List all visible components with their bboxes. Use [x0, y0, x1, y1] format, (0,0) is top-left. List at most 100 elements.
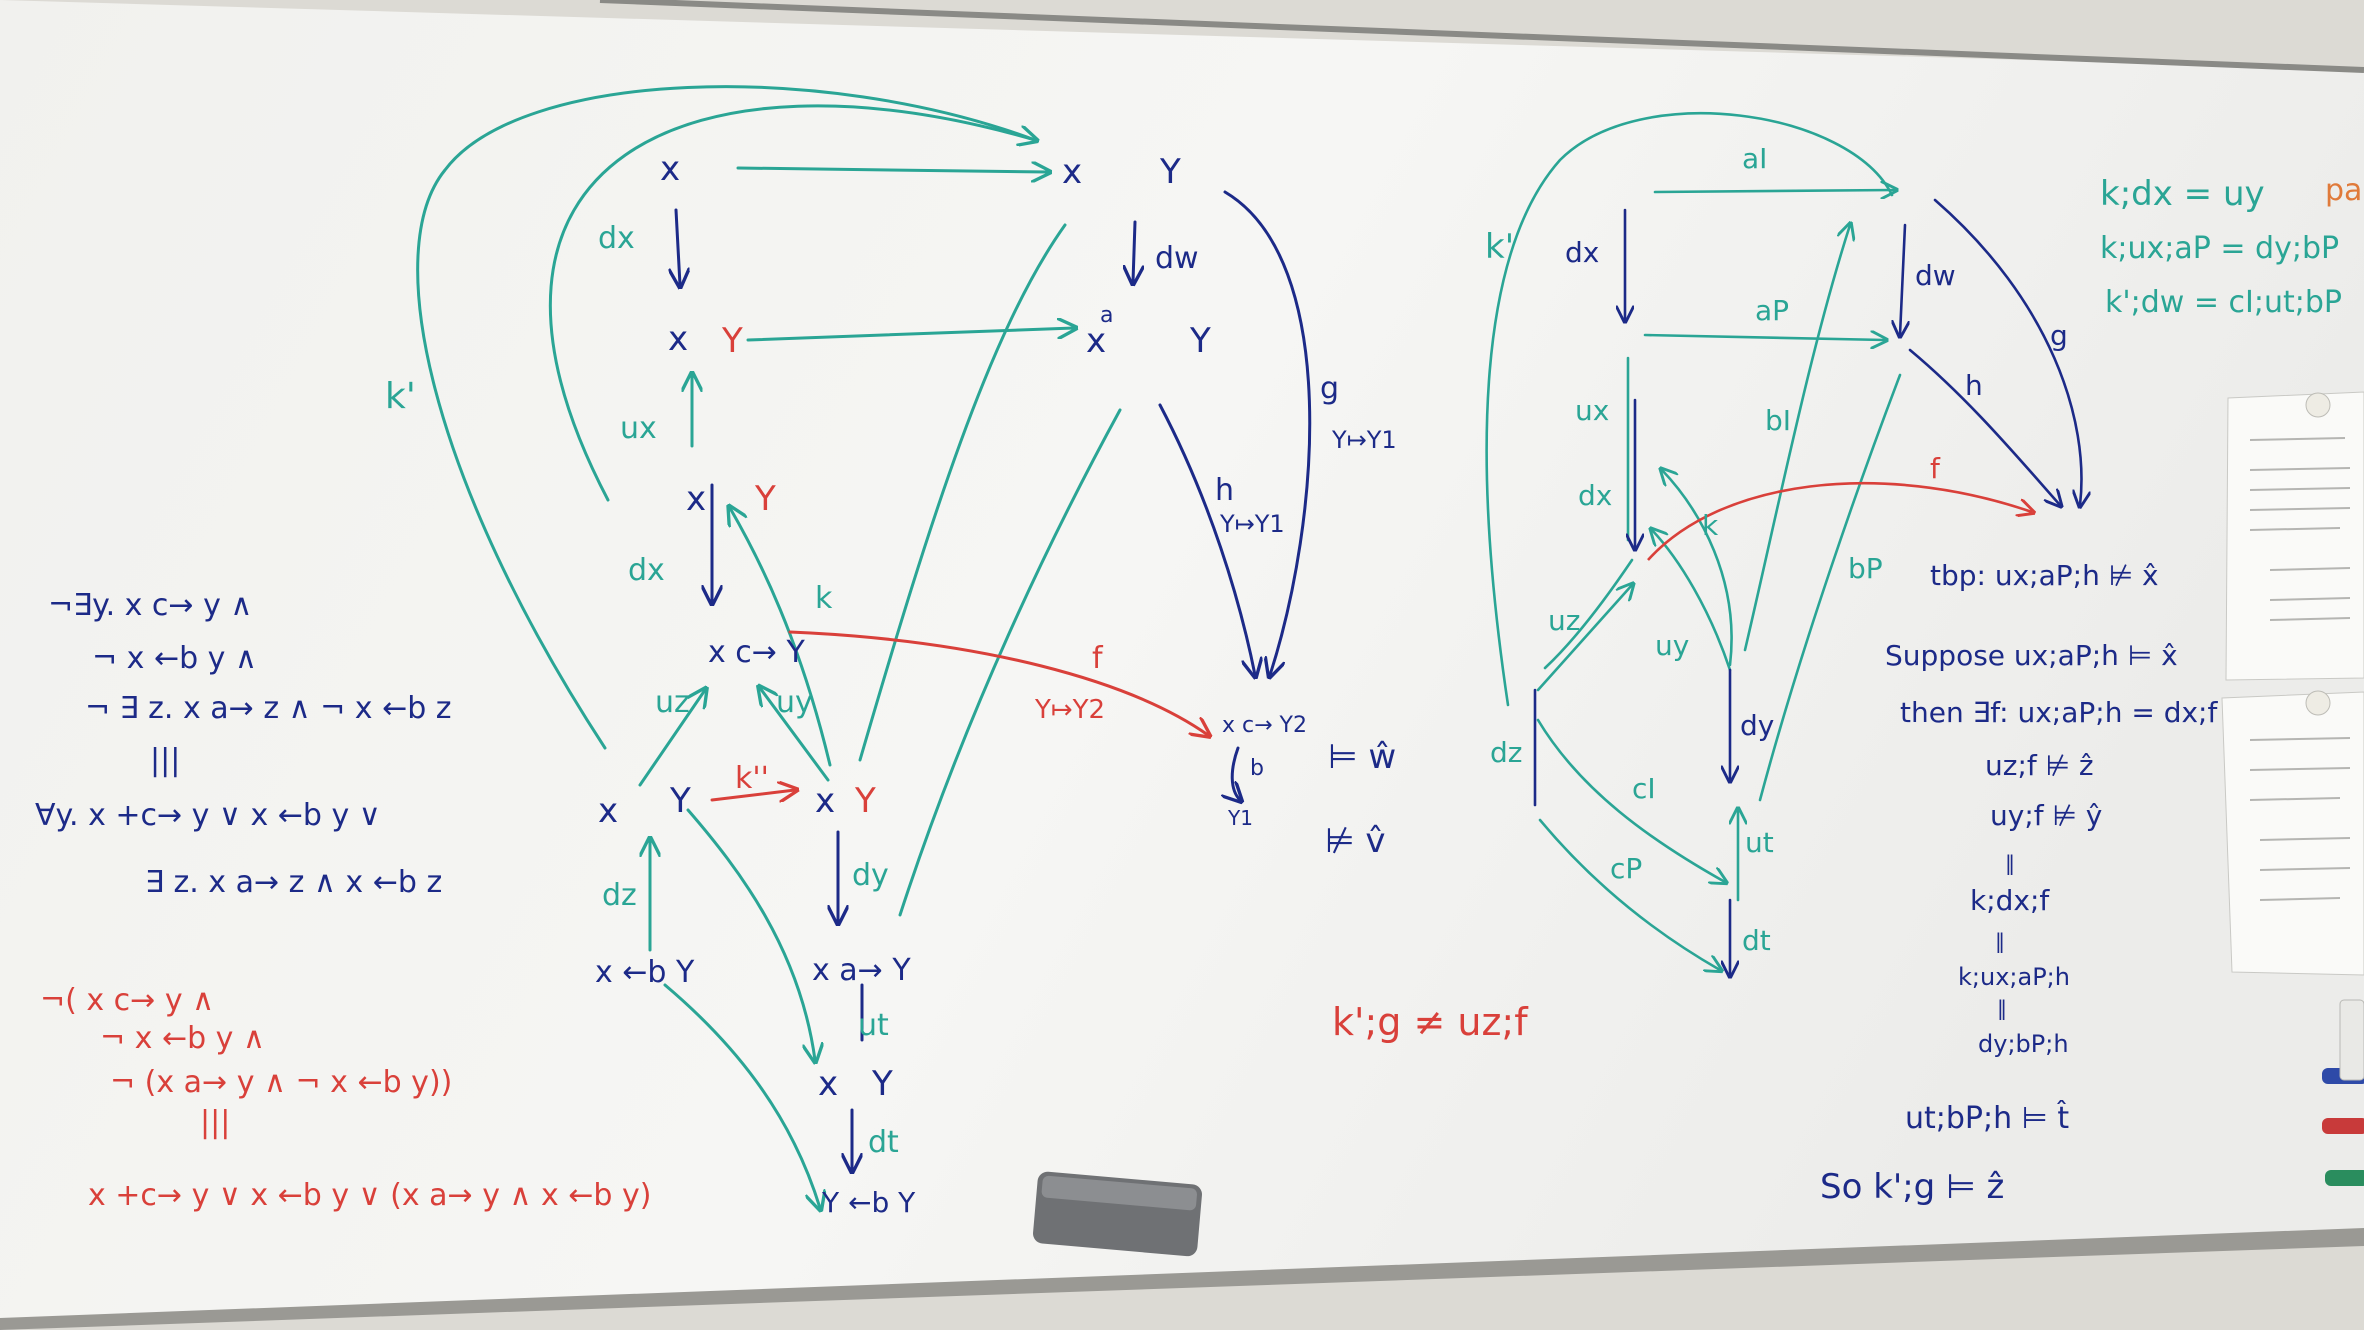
left-node-x-11: x	[818, 1064, 838, 1104]
proof-line-3: then ∃f: ux;aP;h = dx;f	[1900, 696, 2218, 729]
left-node-x-2: x	[1062, 152, 1082, 192]
rlabel-dx: dx	[1578, 479, 1612, 512]
eq-line-3: k';dw = cI;ut;bP	[2105, 285, 2342, 320]
label-h: h	[1215, 473, 1234, 508]
proof-line-11: dy;bP;h	[1978, 1030, 2069, 1058]
label-dy: dy	[852, 858, 889, 893]
label-models-w: ⊨ ŵ	[1328, 737, 1396, 777]
red-formula-line-5: x +c→ y ∨ x ←b y ∨ (x a→ y ∧ x ←b y)	[88, 1178, 651, 1213]
label-g-map: Y↦Y1	[1331, 426, 1397, 454]
left-node-y-7: Y	[669, 781, 691, 821]
rlabel-cP: cP	[1610, 852, 1642, 885]
left-node-xay: x a→ Y	[812, 953, 911, 988]
left-node-xby: x ←b Y	[595, 955, 695, 990]
left-node-x-3: x	[668, 319, 688, 359]
top-right-equations: k;dx = uy k;ux;aP = dy;bP k';dw = cI;ut;…	[2100, 173, 2364, 320]
proof-line-7: k;dx;f	[1970, 884, 2050, 917]
left-node-y-red-1: Y	[721, 321, 743, 361]
label-ux: ux	[620, 411, 657, 446]
proof-line-5: uy;f ⊭ ŷ	[1990, 799, 2102, 832]
red-formula-line-4: |||	[200, 1105, 230, 1140]
rlabel-aP: aP	[1755, 294, 1789, 327]
rlabel-g: g	[2050, 319, 2068, 352]
eraser	[1033, 1171, 1202, 1257]
formulas-left: ¬∃y. x c→ y ∧ ¬ x ←b y ∧ ¬ ∃ z. x a→ z ∧…	[35, 588, 452, 900]
eq-pas: pas	[2325, 173, 2364, 208]
rlabel-k-prime: k'	[1485, 227, 1514, 267]
formula-line-5: ∀y. x +c→ y ∨ x ←b y ∨	[35, 798, 381, 833]
proof-line-1: tbp: ux;aP;h ⊭ x̂	[1930, 559, 2159, 592]
label-ut: ut	[858, 1008, 889, 1043]
left-node-x-7: x	[598, 791, 618, 831]
rlabel-uy: uy	[1655, 629, 1689, 662]
label-f-map: Y↦Y2	[1034, 695, 1105, 725]
marker-tray	[2322, 999, 2364, 1186]
whiteboard-top-frame	[599, 0, 2364, 73]
label-dx-1: dx	[598, 221, 635, 256]
left-node-xcy: x c→ Y	[708, 635, 805, 670]
red-formula-line-2: ¬ x ←b y ∧	[100, 1021, 265, 1056]
proof-line-10: ‖	[1997, 996, 2007, 1020]
label-k-prime: k'	[385, 376, 416, 417]
whiteboard-bottom-rail	[0, 1228, 2364, 1330]
rlabel-dt: dt	[1742, 924, 1771, 957]
right-diagram: aI k' aP ux bI dx k bP uz uy dz cI cP ut…	[1485, 112, 2081, 975]
pinned-papers	[2221, 391, 2364, 976]
proof-column: tbp: ux;aP;h ⊭ x̂ Suppose ux;aP;h ⊨ x̂ t…	[1820, 559, 2218, 1207]
left-diagram: x x Y x x Y x x c→ Y x Y x x ←b Y x a→ Y…	[385, 85, 1529, 1219]
formula-line-3: ¬ ∃ z. x a→ z ∧ ¬ x ←b z	[85, 691, 452, 726]
label-uy: uy	[776, 685, 813, 720]
label-h-map: Y↦Y1	[1219, 510, 1285, 538]
formulas-red: ¬( x c→ y ∧ ¬ x ←b y ∧ ¬ (x a→ y ∧ ¬ x ←…	[40, 983, 651, 1213]
left-node-yby: Y ←b Y	[821, 1186, 916, 1219]
label-dz: dz	[602, 878, 637, 913]
proof-line-2: Suppose ux;aP;h ⊨ x̂	[1885, 639, 2178, 672]
left-node-x-5: x	[686, 479, 706, 519]
left-node-y-red-2: Y	[754, 479, 776, 519]
rlabel-cI: cI	[1632, 772, 1656, 805]
left-node-x-4: x	[1086, 321, 1106, 361]
rlabel-bI: bI	[1765, 404, 1791, 437]
rlabel-f: f	[1930, 452, 1941, 485]
label-dw: dw	[1155, 241, 1199, 276]
red-formula-line-3: ¬ (x a→ y ∧ ¬ x ←b y))	[110, 1065, 452, 1100]
label-dt: dt	[868, 1125, 899, 1160]
rlabel-h: h	[1965, 369, 1983, 402]
label-inequality: k';g ≠ uz;f	[1332, 1000, 1529, 1044]
rlabel-aI: aI	[1742, 142, 1767, 175]
label-k: k	[815, 581, 833, 616]
rlabel-dw: dw	[1915, 259, 1956, 292]
rlabel-uz: uz	[1548, 604, 1580, 637]
left-node-x-8: x	[815, 781, 835, 821]
label-g: g	[1320, 371, 1339, 406]
left-node-xcy2: x c→ Y2	[1222, 713, 1307, 738]
formula-line-4: |||	[150, 743, 180, 778]
label-k-double: k''	[735, 761, 769, 796]
left-node-y-11: Y	[871, 1064, 893, 1104]
proof-line-8: ‖	[1995, 929, 2005, 953]
label-b: b	[1250, 756, 1264, 781]
label-a: a	[1100, 303, 1113, 328]
eq-line-1: k;dx = uy	[2100, 174, 2265, 214]
proof-line-12: ut;bP;h ⊨ t̂	[1905, 1100, 2069, 1136]
formula-line-2: ¬ x ←b y ∧	[92, 641, 257, 676]
rlabel-bP: bP	[1848, 552, 1883, 585]
label-f: f	[1092, 641, 1104, 676]
label-uz: uz	[655, 685, 690, 720]
left-node-y-2: Y	[1159, 152, 1181, 192]
red-formula-line-1: ¬( x c→ y ∧	[40, 983, 214, 1018]
rlabel-ux: ux	[1575, 394, 1609, 427]
eq-line-2: k;ux;aP = dy;bP	[2100, 231, 2339, 266]
formula-line-1: ¬∃y. x c→ y ∧	[48, 588, 252, 623]
left-node-x-top: x	[660, 149, 680, 189]
left-node-y1: Y1	[1227, 806, 1253, 830]
rlabel-ut: ut	[1745, 826, 1774, 859]
proof-line-13: So k';g ⊨ ẑ	[1820, 1167, 2004, 1207]
label-not-models-v: ⊭ v̂	[1325, 821, 1386, 861]
proof-line-6: ‖	[2005, 851, 2015, 875]
left-node-y-red-3: Y	[854, 781, 876, 821]
label-dx-2: dx	[628, 553, 665, 588]
rlabel-dz: dz	[1490, 736, 1522, 769]
